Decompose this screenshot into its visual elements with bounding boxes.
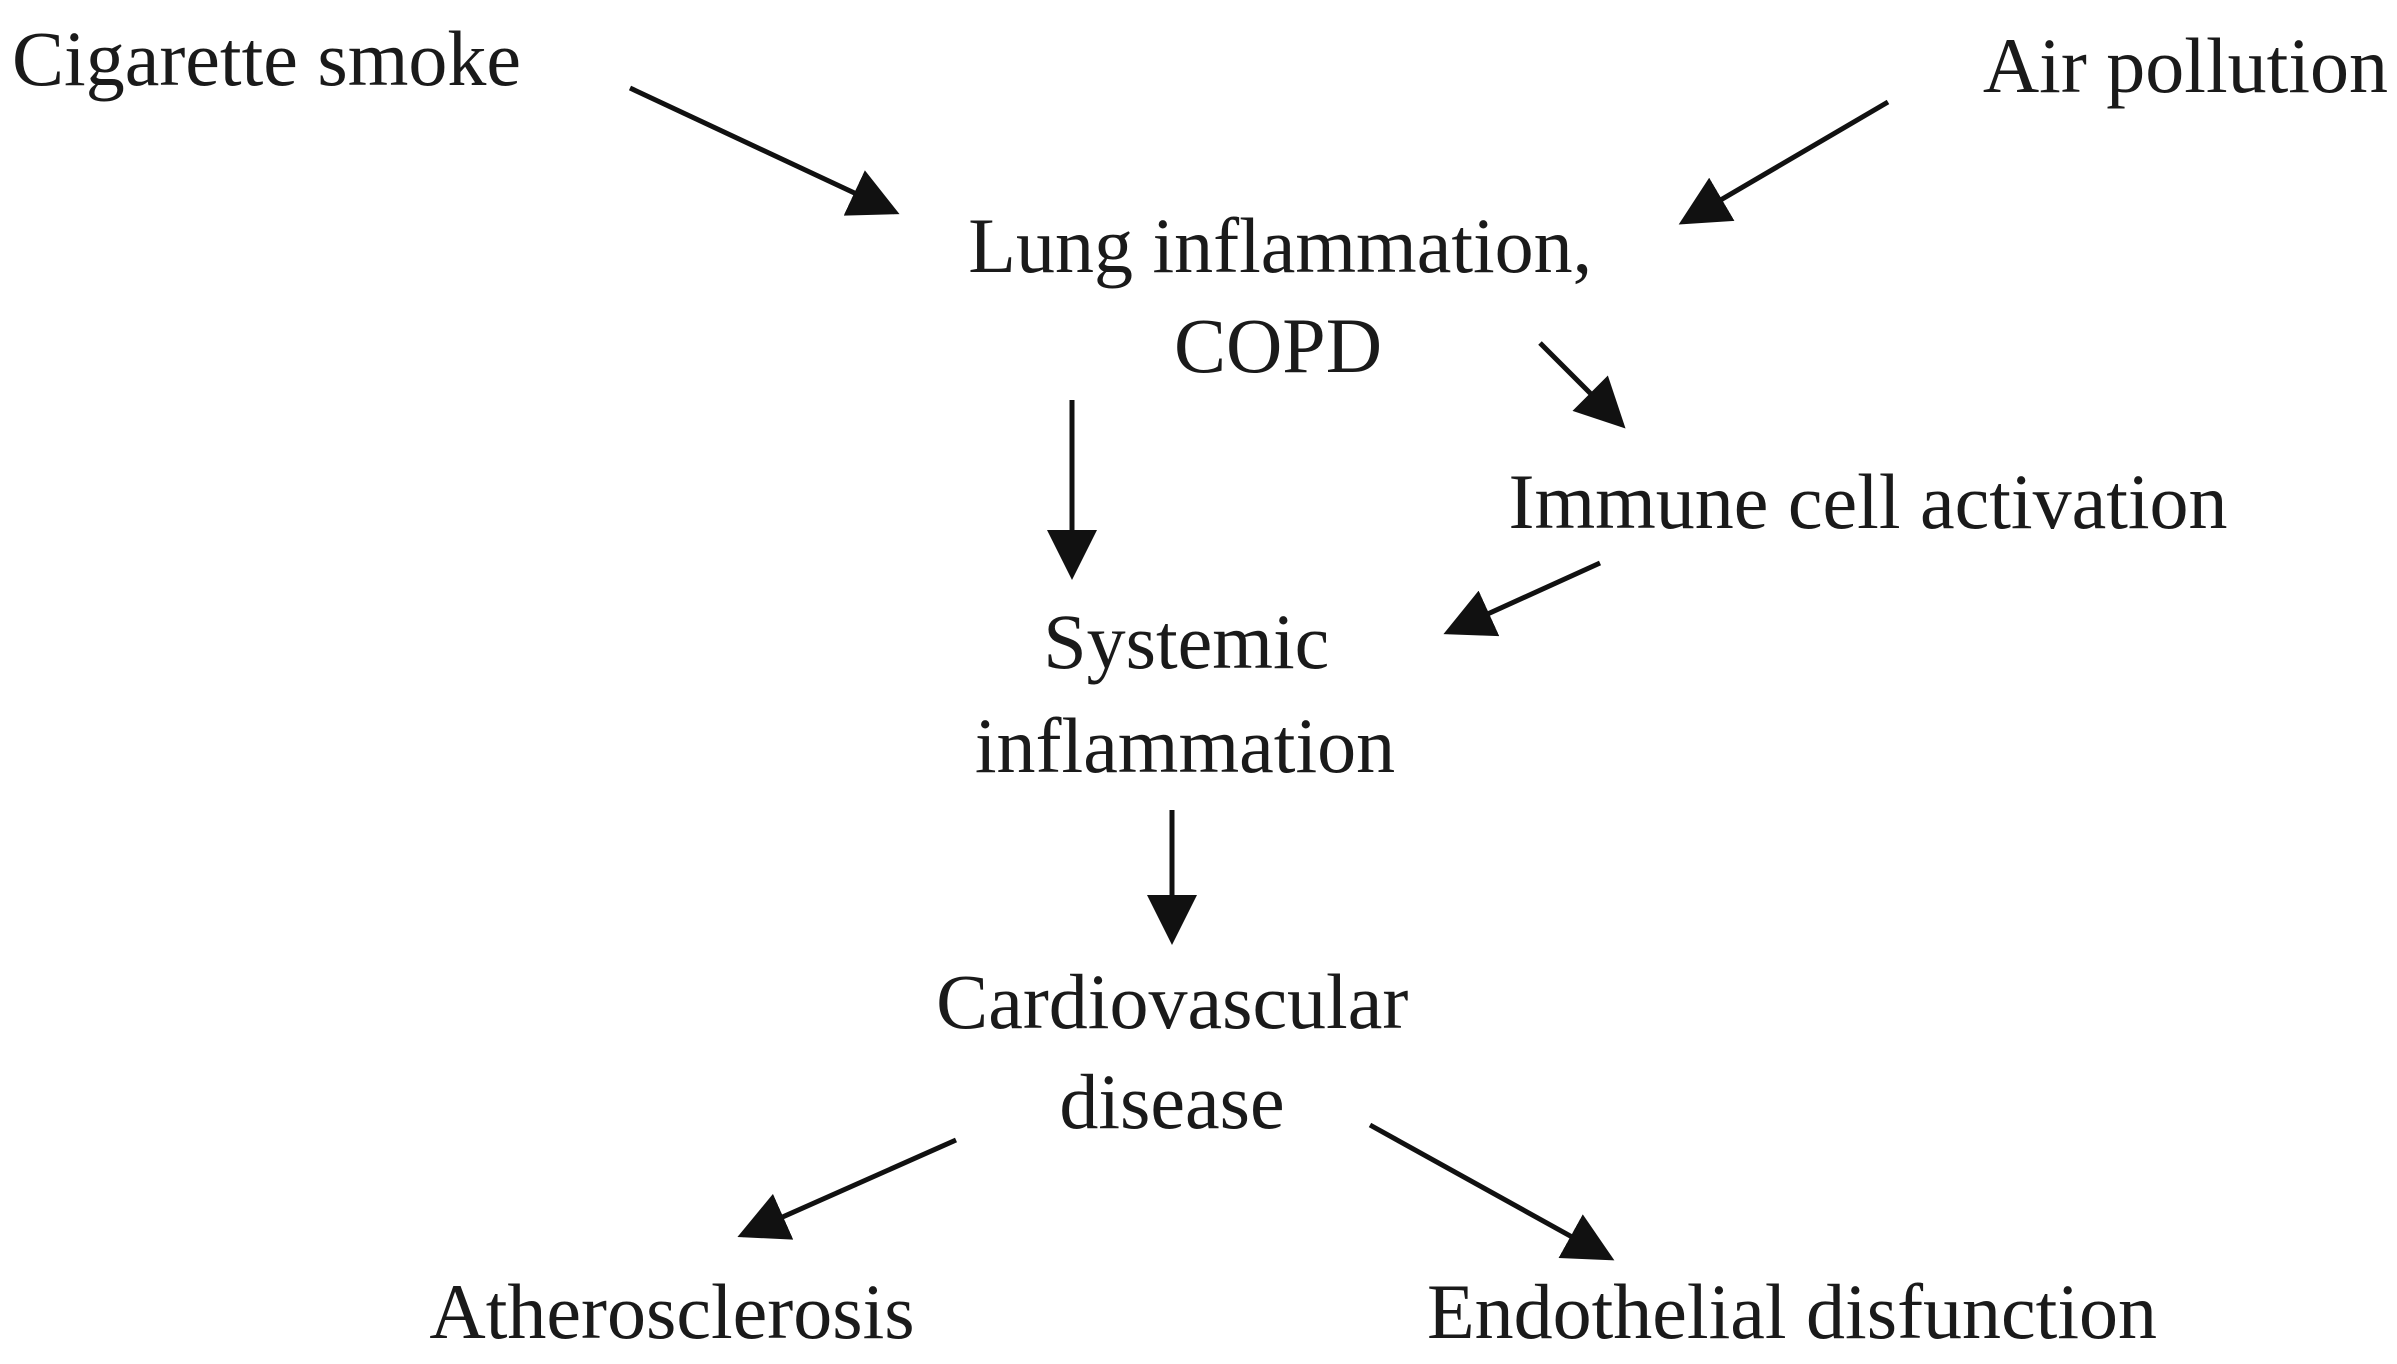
arrow-cardiovascular-disease-to-atherosclerosis xyxy=(737,1137,958,1240)
edges xyxy=(628,85,1890,1261)
node-endothelial-disfunction: Endothelial disfunction xyxy=(1427,1268,2157,1355)
node-cigarette-smoke: Cigarette smoke xyxy=(12,15,521,102)
node-atherosclerosis: Atherosclerosis xyxy=(429,1268,914,1355)
arrow-cardiovascular-disease-to-endothelial-disfunction xyxy=(1368,1122,1615,1261)
nodes: Cigarette smoke Air pollution Lung infla… xyxy=(12,15,2388,1355)
arrow-lung-inflammation-to-immune-cell-activation xyxy=(1538,341,1626,429)
node-lung-inflammation-copd: Lung inflammation, COPD xyxy=(968,202,1611,389)
arrow-cigarette-smoke-to-lung-inflammation xyxy=(628,85,900,216)
node-systemic-inflammation: Systemic inflammation xyxy=(975,598,1395,789)
node-immune-cell-activation: Immune cell activation xyxy=(1508,458,2227,545)
node-cardiovascular-disease: Cardiovascular disease xyxy=(936,958,1428,1145)
arrow-air-pollution-to-lung-inflammation xyxy=(1678,99,1890,225)
arrow-immune-cell-activation-to-systemic-inflammation xyxy=(1443,560,1602,637)
node-air-pollution: Air pollution xyxy=(1983,22,2388,109)
